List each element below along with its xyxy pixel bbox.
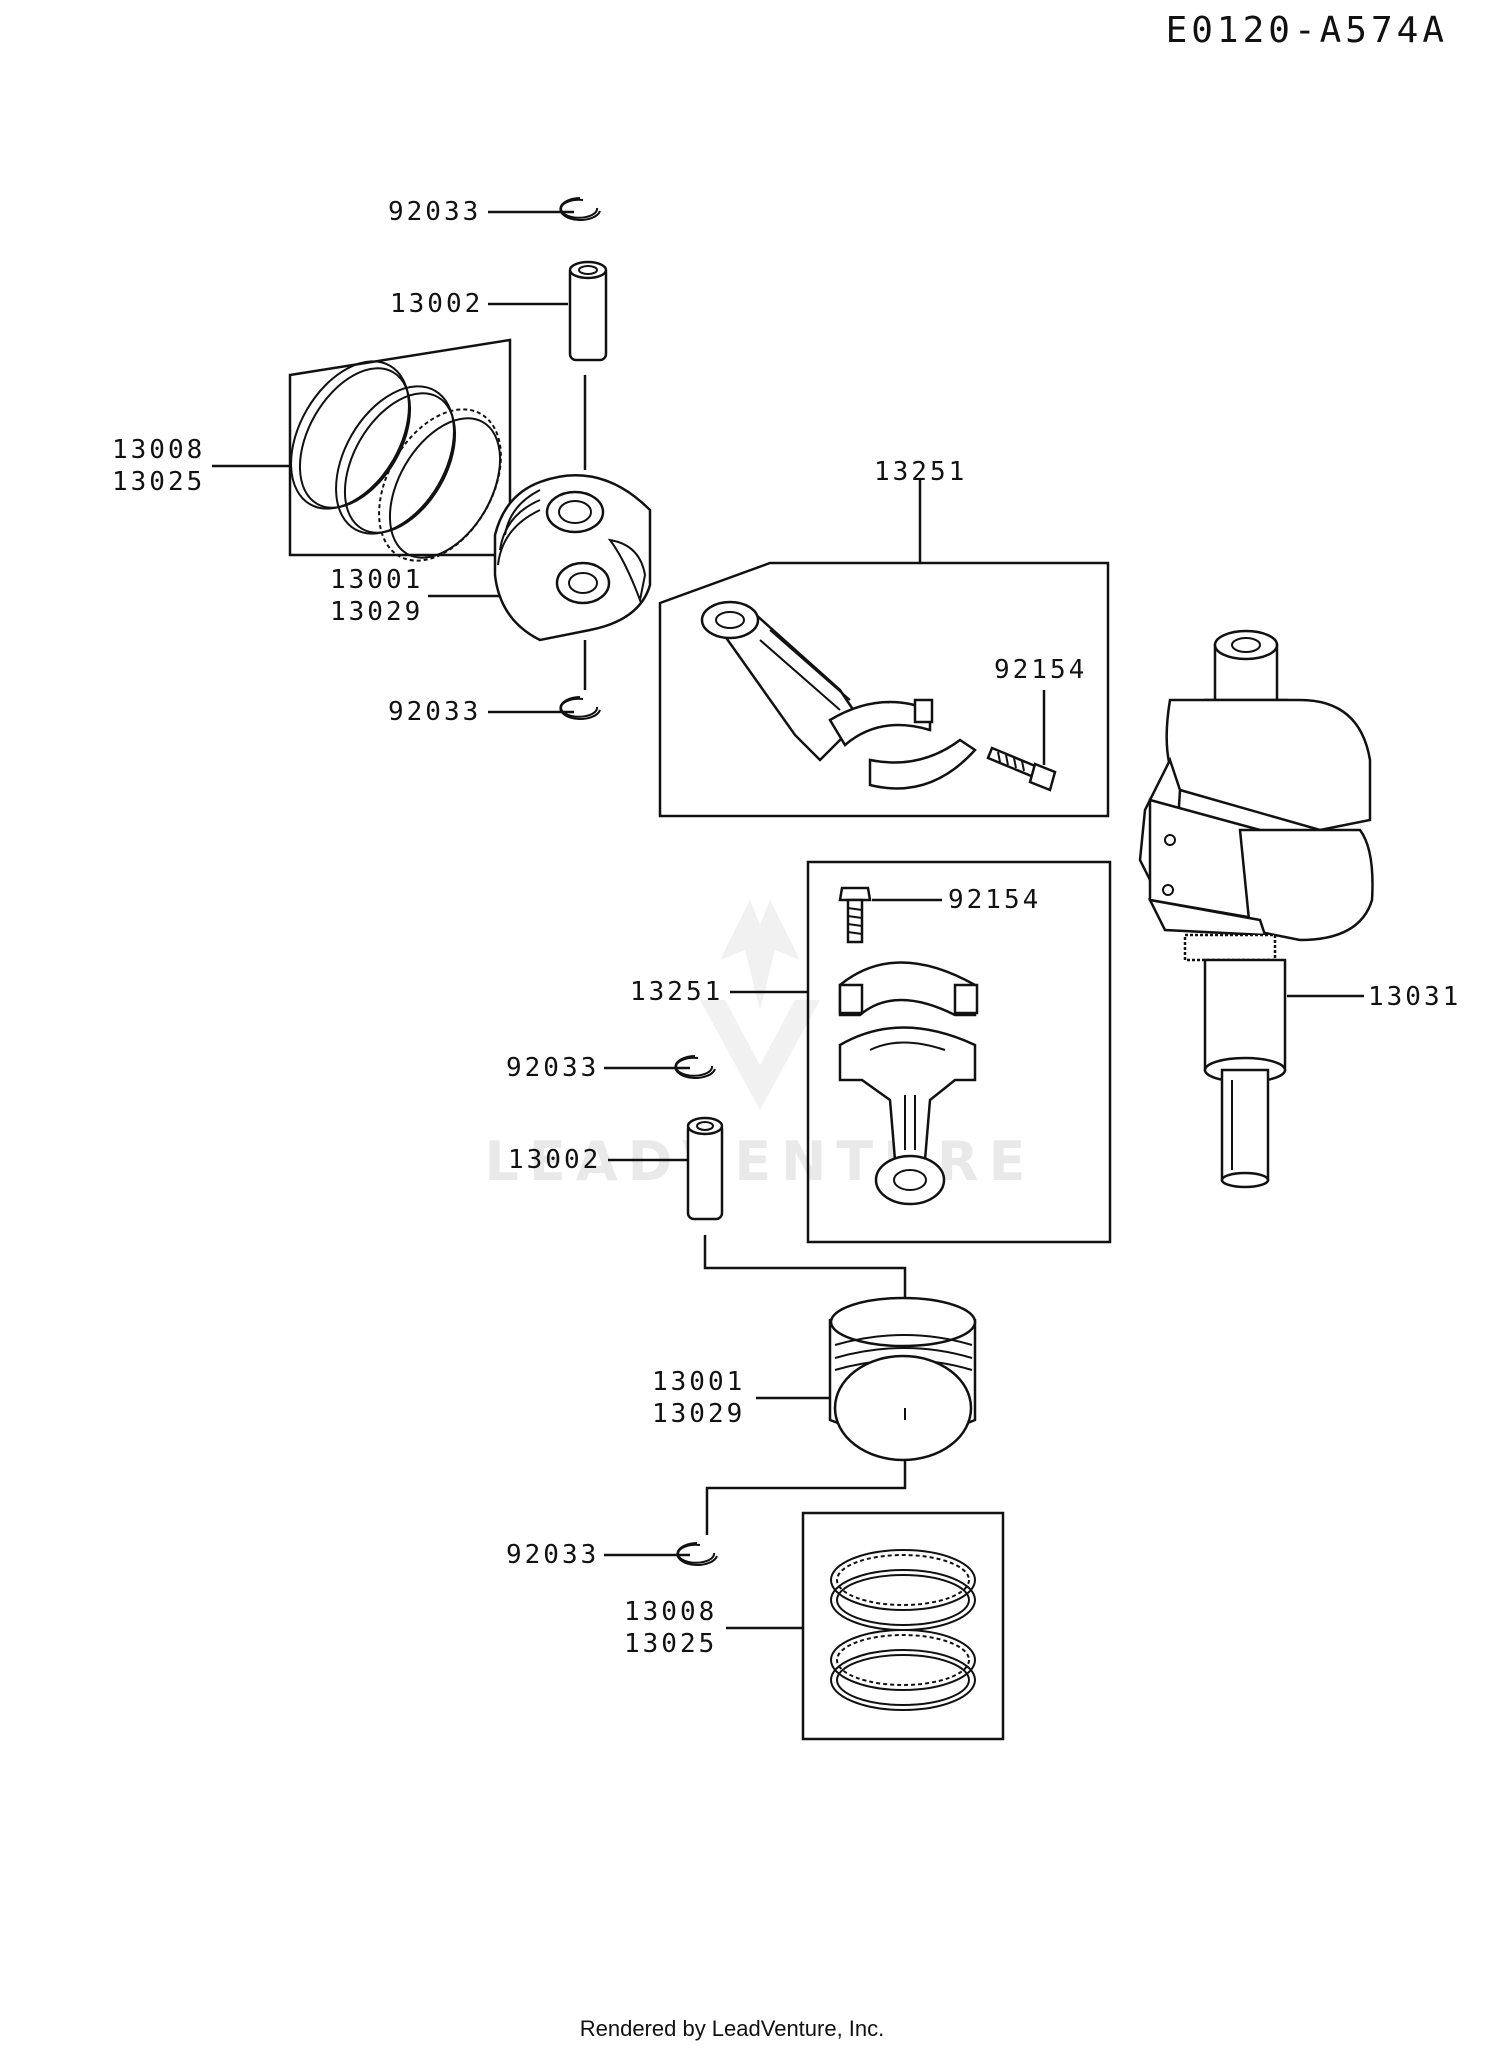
label-pin-top[interactable]: 13002: [390, 289, 483, 319]
crankshaft[interactable]: [1138, 629, 1374, 1189]
label-circlip-top[interactable]: 92033: [388, 197, 481, 227]
piston-rings-bottom[interactable]: [830, 1549, 976, 1711]
rod-bolt-top[interactable]: [986, 746, 1057, 792]
label-rod-bolt-top[interactable]: 92154: [994, 655, 1087, 685]
rod-box-top: [658, 561, 1110, 818]
label-rings-bottom-b[interactable]: 13025: [624, 1629, 717, 1659]
piston-pin-top[interactable]: [568, 260, 608, 362]
circlip-bottom-lower[interactable]: [676, 1542, 718, 1566]
label-piston-top-a[interactable]: 13001: [330, 565, 423, 595]
label-rod-top[interactable]: 13251: [874, 457, 967, 487]
rod-box-bottom: [806, 860, 1112, 1244]
label-piston-bottom-a[interactable]: 13001: [652, 1367, 745, 1397]
diagram-id: E0120-A574A: [1166, 10, 1448, 51]
label-circlip-bottom[interactable]: 92033: [506, 1053, 599, 1083]
label-rings-top-b[interactable]: 13025: [112, 467, 205, 497]
circlip-top[interactable]: [559, 197, 601, 221]
piston-rings-top[interactable]: [267, 341, 526, 582]
label-rod-bottom[interactable]: 13251: [630, 977, 723, 1007]
piston-bottom[interactable]: [828, 1296, 977, 1462]
circlip-top-lower[interactable]: [559, 696, 601, 720]
label-rod-bolt-bottom[interactable]: 92154: [948, 885, 1041, 915]
label-circlip-top-lower[interactable]: 92033: [388, 697, 481, 727]
label-piston-bottom-b[interactable]: 13029: [652, 1399, 745, 1429]
ring-set-box-bottom: [801, 1511, 1005, 1741]
connecting-rod-top[interactable]: [700, 600, 977, 790]
rod-bolt-bottom[interactable]: [838, 886, 872, 944]
leader-pin-to-piston-bottom: [703, 1235, 907, 1305]
label-rings-top-a[interactable]: 13008: [112, 435, 205, 465]
leader-piston-to-circlip-bottom: [705, 1460, 907, 1535]
label-circlip-bottom-lower[interactable]: 92033: [506, 1540, 599, 1570]
circlip-bottom[interactable]: [674, 1055, 716, 1079]
label-rings-bottom-a[interactable]: 13008: [624, 1597, 717, 1627]
piston-top[interactable]: [493, 474, 652, 642]
footer-credit: Rendered by LeadVenture, Inc.: [580, 2016, 885, 2041]
label-crankshaft[interactable]: 13031: [1368, 982, 1461, 1012]
label-pin-bottom[interactable]: 13002: [508, 1145, 601, 1175]
label-piston-top-b[interactable]: 13029: [330, 597, 423, 627]
connecting-rod-bottom[interactable]: [838, 961, 979, 1206]
piston-pin-bottom[interactable]: [686, 1116, 724, 1221]
